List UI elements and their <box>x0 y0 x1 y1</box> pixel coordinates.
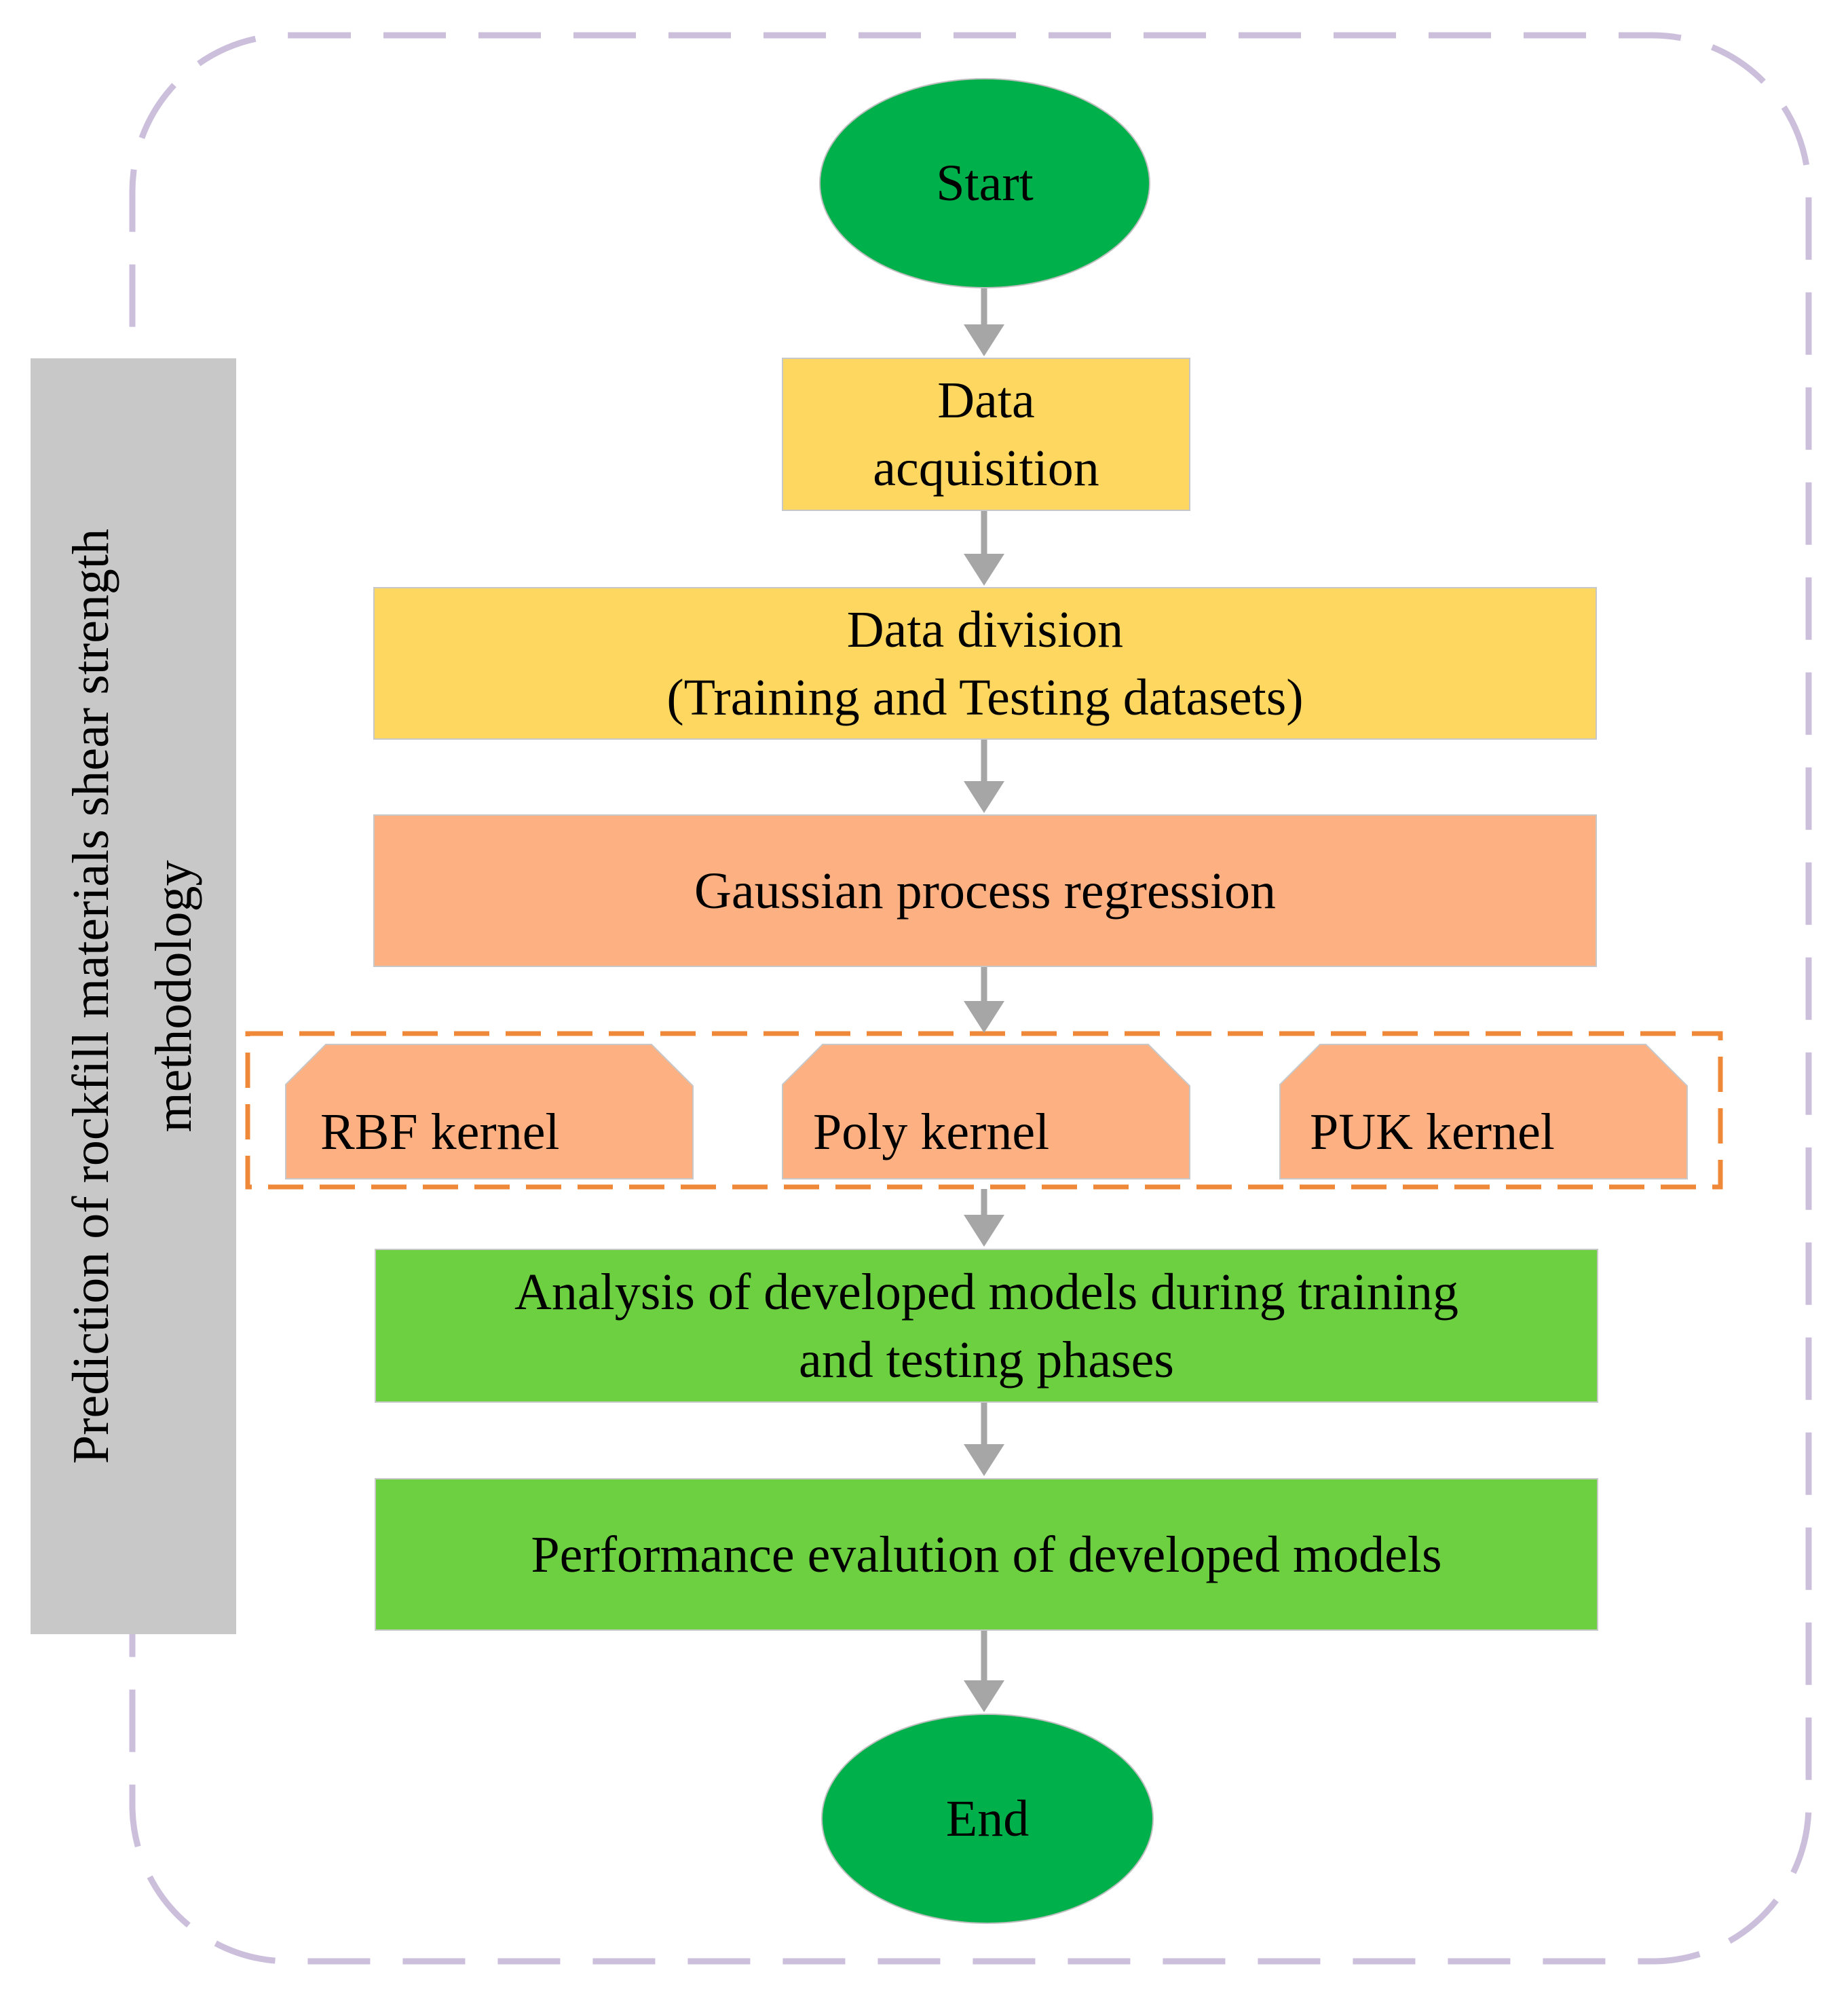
kernel-rbf-label: RBF kernel <box>320 1103 560 1160</box>
kernel-poly: Poly kernel <box>782 1044 1190 1179</box>
arrow-start-to-acquisition <box>964 288 1004 356</box>
start-node: Start <box>819 78 1150 288</box>
data-acquisition-box: Data acquisition <box>782 358 1190 511</box>
arrow-performance-to-end <box>964 1631 1004 1712</box>
kernel-poly-label: Poly kernel <box>813 1103 1050 1160</box>
performance-label: Performance evalution of developed model… <box>531 1526 1442 1583</box>
data-division-line2: (Training and Testing datasets) <box>666 668 1304 726</box>
gpr-label: Gaussian process regression <box>694 862 1276 920</box>
start-label: Start <box>936 154 1034 212</box>
kernel-group-border <box>245 1031 1723 1190</box>
arrow-analysis-to-performance <box>964 1403 1004 1476</box>
arrow-division-to-gpr <box>964 740 1004 813</box>
arrow-gpr-to-kernels <box>964 967 1004 1033</box>
kernel-poly-shape <box>782 1044 1190 1179</box>
kernel-puk-label: PUK kernel <box>1310 1103 1555 1160</box>
arrow-kernels-to-analysis <box>964 1189 1004 1247</box>
side-label-text: Prediction of rockfill materials shear s… <box>50 385 215 1607</box>
data-division-line1: Data division <box>846 601 1124 658</box>
side-label-line1: Prediction of rockfill materials shear s… <box>62 528 119 1465</box>
arrow-acquisition-to-division <box>964 511 1004 586</box>
data-acquisition-line1: Data <box>937 372 1035 429</box>
side-label-panel <box>31 358 236 1634</box>
kernel-puk: PUK kernel <box>1279 1044 1688 1179</box>
end-label: End <box>945 1790 1030 1847</box>
data-division-box: Data division (Training and Testing data… <box>373 587 1597 740</box>
flow-arrows <box>964 288 1004 1712</box>
kernel-rbf: RBF kernel <box>285 1044 694 1179</box>
kernel-puk-shape <box>1279 1044 1688 1179</box>
end-node: End <box>821 1714 1154 1924</box>
outer-dashed-border <box>129 32 1812 1965</box>
gpr-box: Gaussian process regression <box>373 814 1597 967</box>
performance-box: Performance evalution of developed model… <box>375 1478 1598 1631</box>
analysis-box: Analysis of developed models during trai… <box>375 1249 1598 1403</box>
analysis-line1: Analysis of developed models during trai… <box>514 1263 1458 1321</box>
data-acquisition-line2: acquisition <box>873 440 1099 497</box>
side-label-line2: methodology <box>145 860 202 1133</box>
analysis-line2: and testing phases <box>798 1331 1174 1389</box>
kernel-rbf-shape <box>285 1044 694 1179</box>
